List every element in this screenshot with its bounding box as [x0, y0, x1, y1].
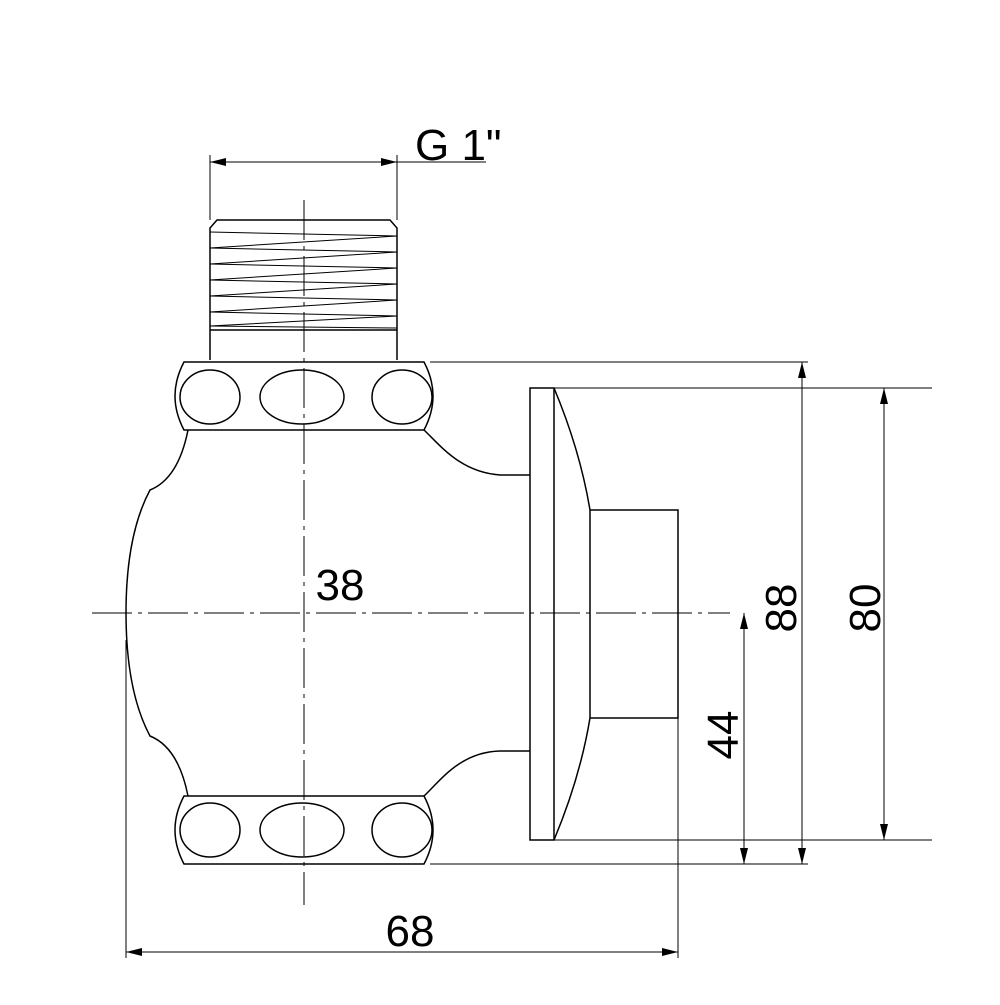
center-lines — [92, 200, 730, 905]
cover-plate — [529, 387, 679, 841]
dimension-height-total — [798, 362, 806, 864]
label-height-total: 88 — [757, 584, 806, 633]
dimension-overall-width — [126, 948, 678, 956]
label-height-half: 44 — [699, 711, 748, 760]
lower-nut — [174, 795, 434, 865]
label-center-spacing: 38 — [316, 561, 365, 610]
dimension-thread — [210, 158, 486, 166]
dimension-height-half — [740, 613, 748, 864]
label-height-plate: 80 — [841, 584, 890, 633]
dimension-height-plate — [880, 388, 888, 840]
label-thread: G 1" — [415, 121, 502, 170]
label-overall-width: 68 — [386, 907, 435, 956]
extension-lines — [125, 155, 932, 958]
